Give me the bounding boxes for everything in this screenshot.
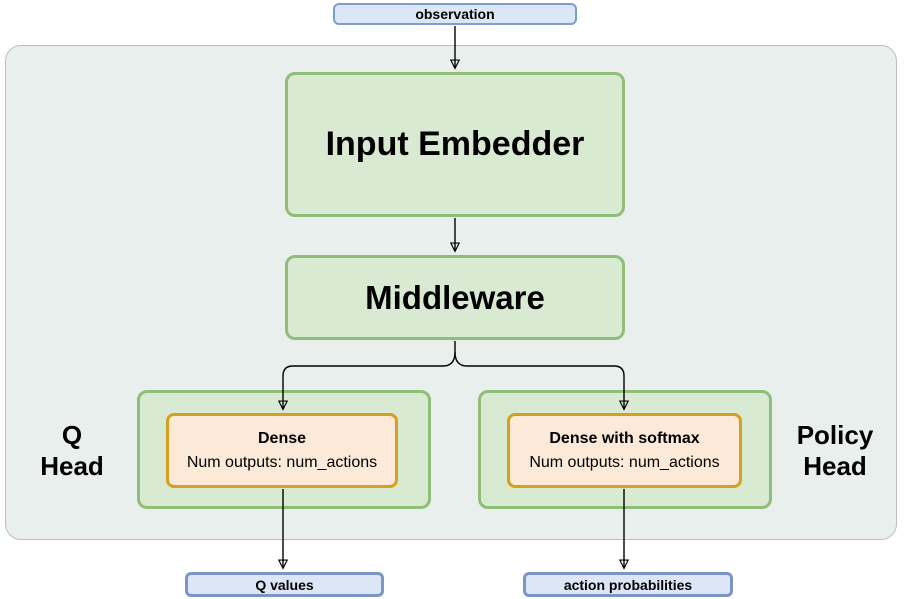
q-head-label: Q Head <box>22 420 122 482</box>
observation-label: observation <box>415 6 495 22</box>
observation-node: observation <box>333 3 577 25</box>
policy-head-label-line2: Head <box>803 451 867 481</box>
dense-subtitle: Num outputs: num_actions <box>186 453 378 471</box>
dense-softmax-title: Dense with softmax <box>549 429 700 447</box>
middleware-node: Middleware <box>285 255 625 340</box>
dense-title: Dense <box>257 429 307 447</box>
policy-head-label-line1: Policy <box>796 420 874 450</box>
dense-softmax-subtitle: Num outputs: num_actions <box>529 453 720 471</box>
policy-head-label: Policy Head <box>782 420 888 482</box>
q-values-label: Q values <box>255 576 314 593</box>
input-embedder-node: Input Embedder <box>285 72 625 217</box>
q-values-node: Q values <box>185 572 384 597</box>
q-head-label-line2: Head <box>40 451 104 481</box>
action-probabilities-label: action probabilities <box>563 576 693 593</box>
input-embedder-label: Input Embedder <box>325 125 585 163</box>
action-probabilities-node: action probabilities <box>523 572 733 597</box>
dense-node: Dense Num outputs: num_actions <box>166 413 398 488</box>
middleware-label: Middleware <box>365 278 545 316</box>
dense-softmax-node: Dense with softmax Num outputs: num_acti… <box>507 413 742 488</box>
q-head-label-line1: Q <box>61 420 83 450</box>
